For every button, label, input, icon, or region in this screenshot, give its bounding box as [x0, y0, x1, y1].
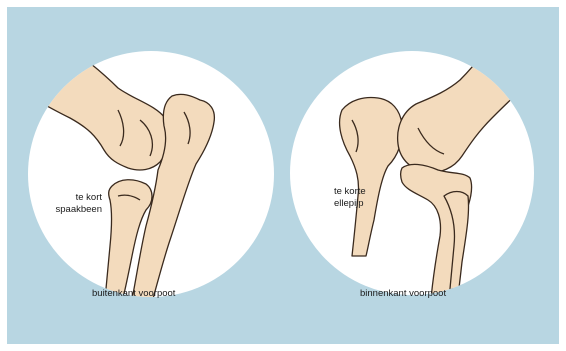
left-annotation: te kort spaakbeen — [54, 192, 102, 216]
left-elbow-diagram — [25, 40, 274, 310]
right-annotation-line1: te korte — [334, 186, 366, 198]
right-elbow-diagram — [290, 30, 540, 310]
left-annotation-line2: spaakbeen — [54, 204, 102, 216]
left-caption: buitenkant voorpoot — [92, 288, 175, 299]
right-annotation-line2: ellepijp — [334, 198, 366, 210]
right-caption: binnenkant voorpoot — [360, 288, 446, 299]
left-annotation-line1: te kort — [54, 192, 102, 204]
right-annotation: te korte ellepijp — [334, 186, 366, 210]
